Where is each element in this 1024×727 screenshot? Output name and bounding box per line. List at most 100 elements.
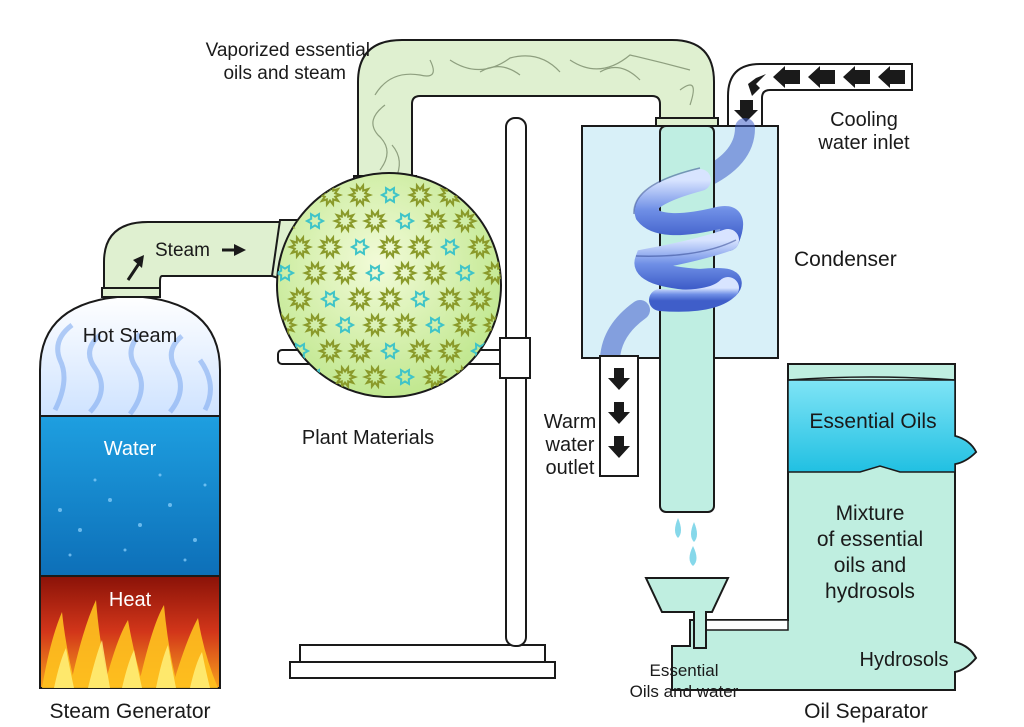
herb-flower-shape <box>349 238 371 256</box>
herb-flower-shape <box>304 212 326 230</box>
mixture-label-line1: Mixture <box>836 502 905 525</box>
separator-top-rim <box>787 376 956 381</box>
herb-flower-shape <box>379 342 401 360</box>
herb-leaf-shape <box>467 234 493 260</box>
herb-flower-shape <box>454 264 476 282</box>
herb-leaf-shape <box>347 286 373 312</box>
flames-core <box>54 640 210 688</box>
herb-leaf-shape <box>347 338 373 364</box>
herb-leaf-shape <box>332 364 358 390</box>
vaporized-label-line2: oils and steam <box>223 63 346 84</box>
herb-flower-shape <box>379 186 401 204</box>
herb-leaf-shape <box>317 234 343 260</box>
stand-base <box>299 644 546 663</box>
herb-leaf-shape <box>392 260 418 286</box>
warm-label-line2: water <box>545 434 595 456</box>
herb-flower-shape <box>439 238 461 256</box>
vapor-swirls <box>372 54 694 181</box>
herb-leaf-shape <box>362 312 388 338</box>
oil-layer <box>787 379 977 473</box>
vaporized-label-line1: Vaporized essential <box>206 40 370 61</box>
herb-flower-shape <box>469 186 491 204</box>
eow-label-line1: Essential <box>650 661 719 680</box>
stand-rod <box>505 117 527 647</box>
herb-leaf-shape <box>362 208 388 234</box>
droplets <box>675 518 697 566</box>
herb-flower-shape <box>484 212 501 230</box>
herb-leaf-shape <box>452 312 478 338</box>
herb-leaf-shape <box>407 234 433 260</box>
steam-label: Steam <box>155 240 210 261</box>
steam-arrow-up <box>126 255 144 281</box>
herb-leaf-shape <box>287 286 313 312</box>
herb-leaf-shape <box>452 208 478 234</box>
herb-leaf-shape <box>277 364 298 390</box>
stand-clamp <box>499 337 531 379</box>
herb-leaf-shape <box>362 364 388 390</box>
stand-foot <box>289 661 556 679</box>
herb-leaf-shape <box>332 260 358 286</box>
herb-flower-shape <box>409 290 431 308</box>
water-bubbles <box>58 473 207 562</box>
herb-leaf-shape <box>347 182 373 208</box>
hydrosols-label: Hydrosols <box>860 649 949 671</box>
herb-leaf-shape <box>437 338 463 364</box>
cooling-inlet-pipe <box>727 63 913 127</box>
steam-generator: Hot Steam Water Heat <box>39 287 221 689</box>
mixture-label-line3: oils and <box>834 554 906 577</box>
herb-leaf-shape <box>377 286 403 312</box>
herb-flower-shape <box>394 212 416 230</box>
herb-leaf-shape <box>277 312 298 338</box>
generator-cap <box>101 287 161 298</box>
herb-leaf-shape <box>392 312 418 338</box>
cooling-label-line2: water inlet <box>817 132 910 154</box>
mixture-label-line2: of essential <box>817 528 923 551</box>
herb-leaf-shape <box>422 208 448 234</box>
herb-leaf-shape <box>422 364 448 390</box>
herb-leaf-shape <box>302 312 328 338</box>
herb-leaf-shape <box>467 286 493 312</box>
herb-leaf-shape <box>377 234 403 260</box>
eow-label-line2: Oils and water <box>630 682 739 701</box>
herb-flower-shape <box>394 368 416 386</box>
plant-materials-label: Plant Materials <box>302 427 434 449</box>
condenser-label: Condenser <box>794 248 897 271</box>
oil-separator <box>644 363 978 691</box>
hot-steam-label: Hot Steam <box>83 325 177 347</box>
warm-label-line3: outlet <box>546 457 595 479</box>
steam-wisps <box>52 323 213 416</box>
steam-generator-label: Steam Generator <box>49 700 210 723</box>
coil-outline <box>633 167 737 257</box>
herb-leaf-shape <box>407 338 433 364</box>
heat-label: Heat <box>109 589 152 611</box>
herb-leaf-shape <box>302 260 328 286</box>
herb-leaf-shape <box>407 182 433 208</box>
herb-flower-shape <box>424 316 446 334</box>
separator-inlet-pipe <box>695 619 789 631</box>
herb-leaf-shape <box>317 338 343 364</box>
coil-front <box>634 169 744 312</box>
mixture-label-line4: hydrosols <box>825 580 915 603</box>
inlet-arrows <box>734 66 905 122</box>
herb-flower-shape <box>364 264 386 282</box>
warm-label-line1: Warm <box>544 411 597 433</box>
warm-water-outlet <box>599 355 639 477</box>
water-label: Water <box>104 438 157 460</box>
herb-leaf-shape <box>287 234 313 260</box>
oil-separator-label: Oil Separator <box>804 700 928 723</box>
outlet-arrows <box>608 368 630 458</box>
collection-funnel <box>644 577 730 649</box>
essential-oils-label: Essential Oils <box>809 410 936 433</box>
condenser <box>581 118 779 513</box>
herb-flower-shape <box>289 186 311 204</box>
herb-flower-shape <box>319 290 341 308</box>
herb-leaf-shape <box>422 260 448 286</box>
herb-leaf-shape <box>482 260 501 286</box>
herb-flower-shape <box>334 316 356 334</box>
steam-arrow-right <box>222 244 246 256</box>
herb-leaf-shape <box>437 286 463 312</box>
herb-flower-shape <box>277 264 296 282</box>
cooling-label-line1: Cooling <box>830 109 898 131</box>
herb-leaf-shape <box>332 208 358 234</box>
